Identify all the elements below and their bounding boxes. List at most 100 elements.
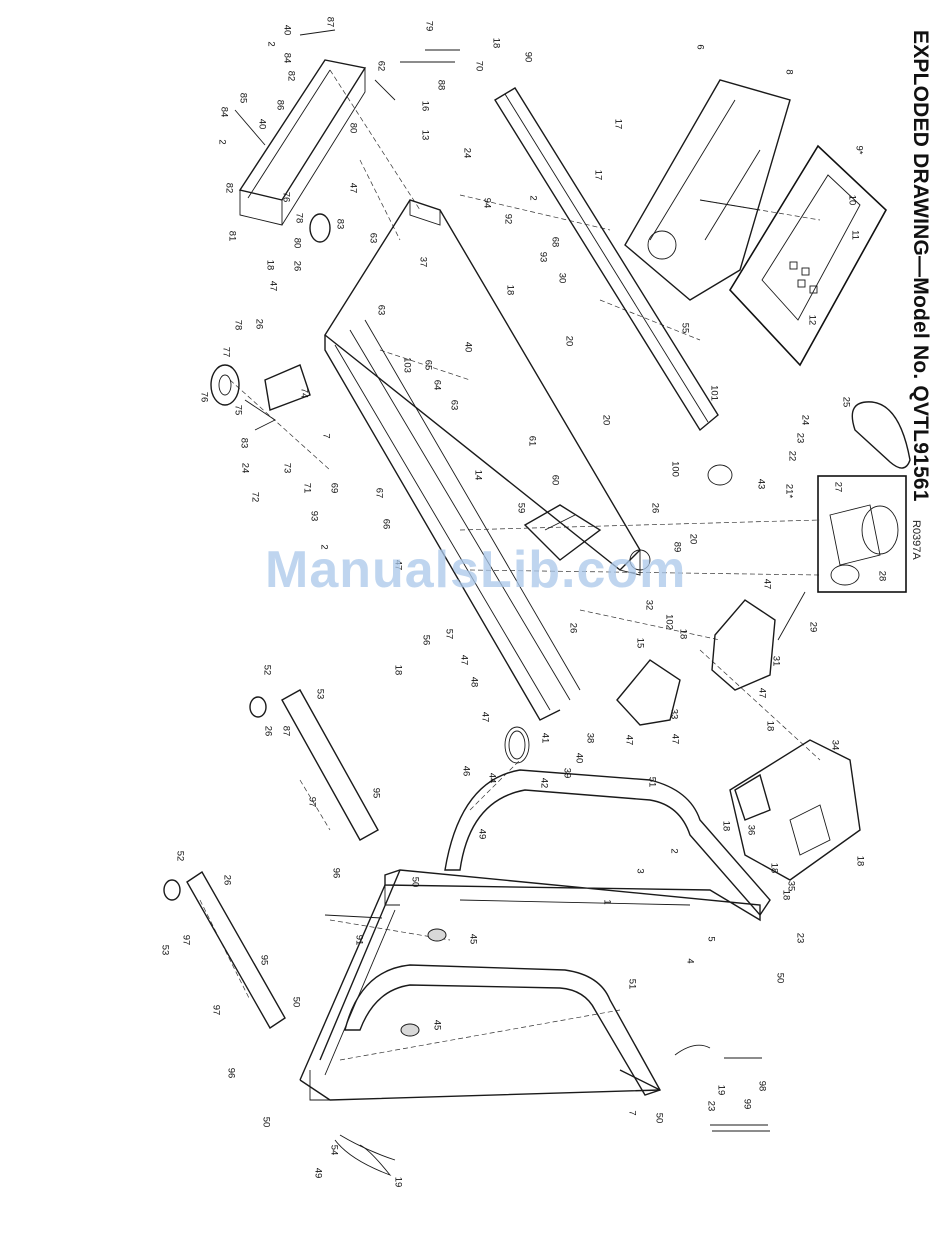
drive-belt-25 [851,401,911,469]
part-callout-label: 37 [417,257,428,268]
part-callout-label: 21* [783,484,794,499]
part-callout-label: 18 [392,665,403,676]
part-callout-label: 18 [854,856,865,867]
part-callout-label: 50 [260,1117,271,1128]
part-callout-label: 89 [671,542,682,553]
part-callout-label: 93 [308,511,319,522]
part-callout-label: 17 [592,170,603,181]
part-callout-label: 103 [401,357,412,373]
cable-100 [707,464,733,486]
part-callout-label: 35 [785,881,796,892]
part-callout-label: 34 [829,740,840,751]
part-callout-label: 14 [472,470,483,481]
part-callout-label: 92 [502,214,513,225]
callout-labels: 8740284828584864028279187090662168880817… [159,17,887,1188]
part-callout-label: 45 [467,934,478,945]
part-callout-label: 49 [476,829,487,840]
part-callout-label: 2 [668,848,679,853]
part-callout-label: 52 [174,851,185,862]
part-callout-label: 20 [600,415,611,426]
part-callout-label: 6 [694,44,705,49]
part-callout-label: 15 [634,638,645,649]
motor-hood-33 [616,659,681,726]
part-callout-label: 71 [301,483,312,494]
part-callout-label: 24 [239,463,250,474]
part-callout-label: 54 [328,1145,339,1156]
part-callout-label: 19 [392,1177,403,1188]
part-callout-label: 4 [684,958,695,963]
part-callout-label: 7 [626,1110,637,1115]
part-callout-label: 2 [265,41,276,46]
part-callout-label: 19 [715,1085,726,1096]
part-callout-label: 45 [431,1020,442,1031]
part-callout-label: 94 [481,198,492,209]
part-callout-label: 36 [745,825,756,836]
part-callout-label: 78 [232,320,243,331]
part-callout-label: 23 [794,933,805,944]
part-callout-label: 80 [291,238,302,249]
part-callout-label: 82 [223,183,234,194]
part-callout-label: 3 [634,868,645,873]
bolts-top-left [234,29,460,146]
part-callout-label: 18 [490,38,501,49]
part-callout-label: 2 [318,544,329,549]
part-callout-label: 75 [232,405,243,416]
part-callout-label: 73 [281,463,292,474]
part-callout-label: 16 [419,101,430,112]
part-callout-label: 69 [328,483,339,494]
part-callout-label: 50 [653,1113,664,1124]
rear-pulley-77 [210,364,240,406]
part-callout-label: 47 [761,579,772,590]
part-callout-label: 99 [741,1099,752,1110]
base-frame-1 [299,869,761,1101]
part-callout-label: 51 [646,777,657,788]
idler-bracket-74 [244,364,311,431]
part-callout-label: 55 [679,323,690,334]
part-callout-label: 40 [462,342,473,353]
part-callout-label: 26 [649,503,660,514]
part-callout-label: 18 [780,890,791,901]
bolt-91 [324,914,383,919]
part-callout-label: 47 [347,183,358,194]
part-callout-label: 76 [280,192,291,203]
part-callout-label: 24 [461,148,472,159]
upright-51-lower [344,964,662,1096]
part-callout-label: 78 [293,213,304,224]
part-callout-label: 18 [768,863,779,874]
part-callout-label: 30 [556,273,567,284]
motor-mount-plate [523,504,651,571]
part-callout-label: 43 [755,479,766,490]
part-callout-label: 85 [237,93,248,104]
part-callout-label: 56 [420,635,431,646]
part-callout-label: 24 [799,415,810,426]
part-callout-label: 46 [460,766,471,777]
part-callout-label: 80 [347,123,358,134]
part-callout-label: 87 [280,726,291,737]
part-callout-label: 2 [216,139,227,144]
part-callout-label: 47 [756,688,767,699]
part-callout-label: 51 [626,979,637,990]
part-callout-label: 38 [584,733,595,744]
part-callout-label: 96 [330,868,341,879]
part-callout-label: 48 [468,677,479,688]
part-callout-label: 18 [264,260,275,271]
part-callout-label: 57 [443,629,454,640]
motor-bolt-29 [777,591,806,641]
part-callout-label: 49 [312,1168,323,1179]
console-hood-8 [624,79,791,301]
part-callout-label: 97 [210,1005,221,1016]
part-callout-label: 26 [221,875,232,886]
part-callout-label: 86 [274,100,285,111]
part-callout-label: 95 [258,955,269,966]
part-callout-label: 81 [226,231,237,242]
upright-51-upper [444,769,771,917]
part-callout-label: 84 [218,107,229,118]
part-callout-label: 39 [561,768,572,779]
part-callout-label: 63 [375,305,386,316]
part-callout-label: 1 [601,899,612,904]
part-callout-label: 88 [435,80,446,91]
main-frame-rails [324,199,641,721]
part-callout-label: 84 [281,53,292,64]
part-callout-label: 87 [324,17,335,28]
